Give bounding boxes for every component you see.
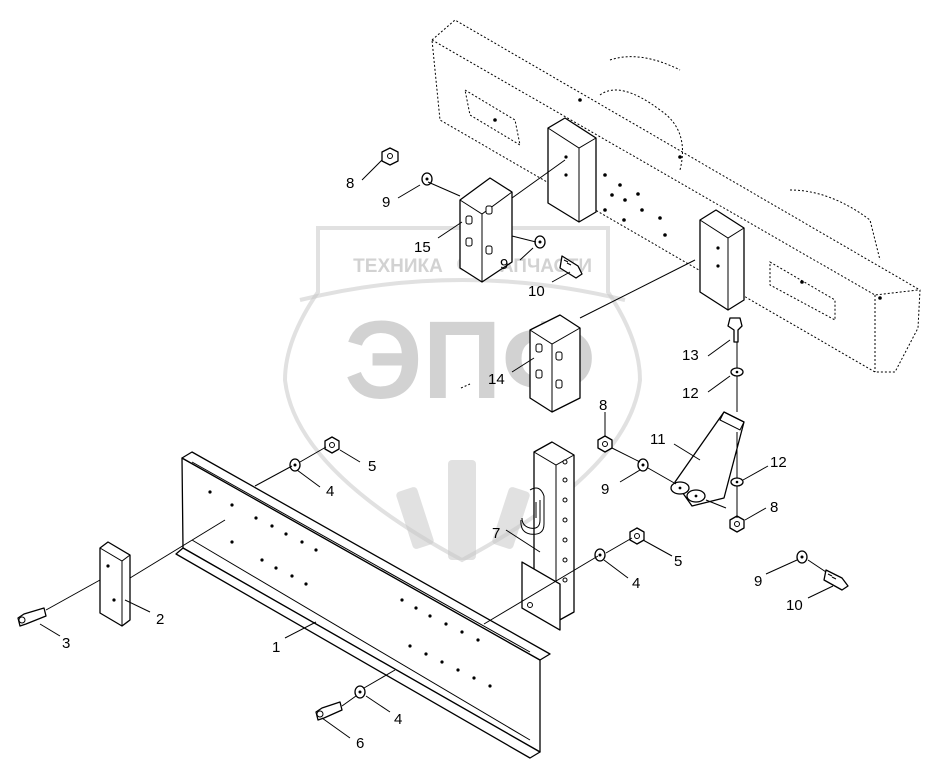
callout-4-right: 4 [632,575,640,592]
bolt-icon [823,569,849,591]
callout-12-top: 12 [682,385,699,402]
bracket-part-15 [459,177,513,283]
watermark-wheat-icon [396,460,530,560]
bracket-part-14 [529,314,581,413]
callout-9-mid: 9 [500,256,508,273]
arm-link-part-11 [670,411,745,507]
post-holes [562,459,568,583]
watermark: ТЕХНИКА ЗАПЧАСТИ ЭПФ [282,226,643,563]
spacer-block-part-2 [99,541,131,627]
callout-4-left: 4 [326,483,334,500]
callout-10-right: 10 [786,597,803,614]
callout-5-left: 5 [368,458,376,475]
channel-beam-part-1 [175,451,551,759]
assembly-lines [45,159,827,707]
callout-8-mid: 8 [599,397,607,414]
callout-4-bottom: 4 [394,711,402,728]
callout-11: 11 [650,431,666,448]
callout-2: 2 [156,611,164,628]
watermark-text-left: ТЕХНИКА [353,256,443,277]
callout-7: 7 [492,525,500,542]
bolt-icon [727,317,743,343]
callout-6: 6 [356,735,364,752]
callout-3: 3 [62,635,70,652]
callout-8-right: 8 [770,499,778,516]
beam-holes [208,490,492,688]
callout-9-right: 9 [754,573,762,590]
callout-labels: 1 2 3 4 4 4 5 5 6 7 8 8 8 9 9 9 9 10 10 … [62,175,803,752]
callout-12-right: 12 [770,454,787,471]
frame-crossmember [431,19,921,373]
callout-9-top: 9 [382,194,390,211]
callout-14: 14 [488,371,505,388]
vertical-post-part-7 [520,441,575,631]
callout-9-midright: 9 [601,481,609,498]
callout-leaders [39,159,834,739]
callout-13: 13 [682,347,699,364]
callout-15: 15 [414,239,431,256]
callout-1: 1 [272,639,280,656]
callout-5-right: 5 [674,553,682,570]
bolt-icon [559,255,583,279]
callout-8-top: 8 [346,175,354,192]
callout-10-mid: 10 [528,283,545,300]
